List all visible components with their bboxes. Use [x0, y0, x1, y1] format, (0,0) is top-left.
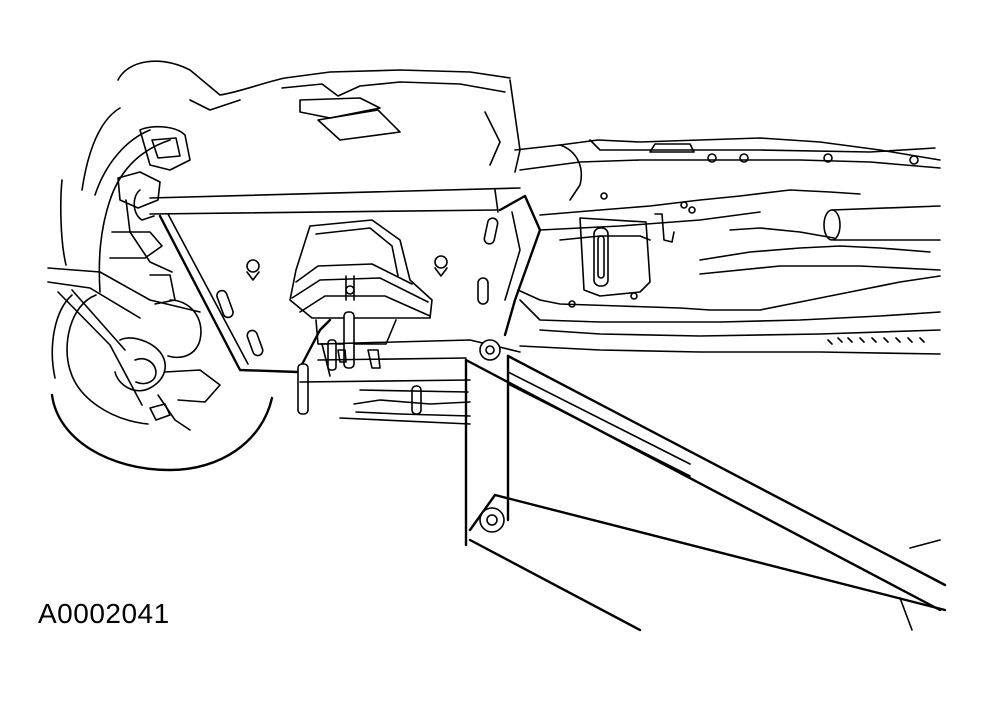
transmission-crossmember	[300, 340, 520, 424]
figure-id-label: A0002041	[38, 598, 170, 629]
underbody-floor-pan	[515, 138, 940, 354]
engine-mount-insulator	[290, 220, 432, 344]
bracket-bolt	[247, 256, 447, 294]
front-wheel-tire	[52, 108, 272, 470]
mount-stud-bolt	[298, 312, 421, 414]
suspension-linkage	[48, 127, 220, 430]
jack-arm-pivot	[480, 340, 504, 532]
stabilizer-bar	[134, 188, 520, 220]
exhaust-pipe	[730, 206, 940, 240]
jack-lift-arm	[466, 356, 945, 630]
